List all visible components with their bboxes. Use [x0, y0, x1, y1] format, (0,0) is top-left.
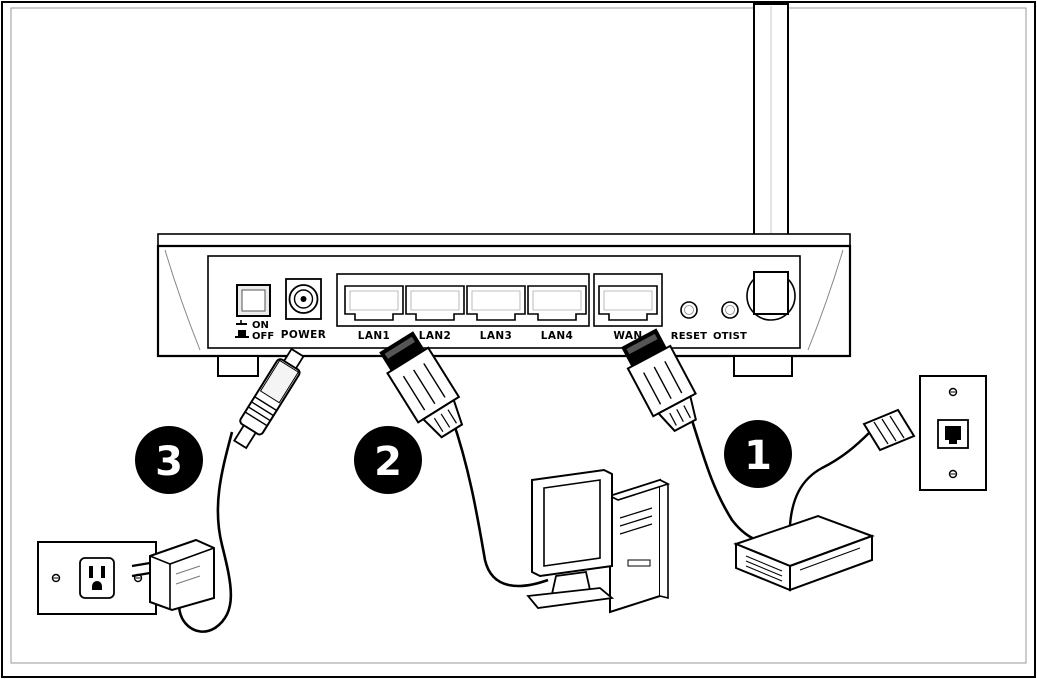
svg-text:2: 2 [374, 439, 402, 485]
wan-port-group [593, 273, 663, 327]
reset-button[interactable] [680, 301, 698, 319]
power-jack[interactable] [285, 278, 322, 320]
lan-port-group [336, 273, 590, 327]
lan1-port[interactable] [344, 285, 404, 321]
phone-cable [788, 431, 871, 526]
svg-text:3: 3 [155, 439, 183, 485]
lan3-label: LAN3 [480, 330, 513, 342]
wan-plug [621, 328, 697, 433]
lan1-label: LAN1 [358, 330, 391, 342]
switch-on-label: ON [252, 320, 269, 331]
svg-text:1: 1 [744, 433, 772, 479]
router-foot-left [217, 355, 259, 377]
switch-on-indicator-icon [236, 320, 247, 325]
step-2-badge: 2 [354, 426, 422, 494]
step-1-badge: 1 [724, 420, 792, 488]
otist-label: OTIST [713, 331, 747, 342]
modem-icon [733, 514, 875, 592]
power-label: POWER [281, 329, 326, 341]
router: ON OFF POWER [156, 3, 852, 377]
power-plug [233, 347, 305, 450]
switch-off-indicator-icon [235, 330, 249, 338]
lan3-port[interactable] [466, 285, 526, 321]
lan2-port[interactable] [405, 285, 465, 321]
otist-button[interactable] [721, 301, 739, 319]
wall-outlet-icon [37, 541, 157, 615]
lan-cable [450, 417, 549, 588]
computer-icon [526, 468, 671, 614]
wan-cable [686, 407, 757, 542]
lan-plug [379, 331, 464, 439]
power-switch[interactable] [236, 284, 271, 317]
switch-off-label: OFF [252, 331, 274, 342]
power-adapter-icon [131, 538, 215, 612]
inner-frame [10, 7, 1027, 664]
router-foot-right [733, 355, 793, 377]
wan-label: WAN [613, 330, 642, 342]
wan-port[interactable] [598, 285, 658, 321]
lan4-port[interactable] [527, 285, 587, 321]
reset-label: RESET [671, 331, 707, 342]
phone-wall-jack-icon [919, 375, 987, 491]
phone-plug [862, 408, 916, 452]
power-cable [177, 431, 234, 633]
lan4-label: LAN4 [541, 330, 574, 342]
step-3-badge: 3 [135, 426, 203, 494]
lan2-label: LAN2 [419, 330, 452, 342]
